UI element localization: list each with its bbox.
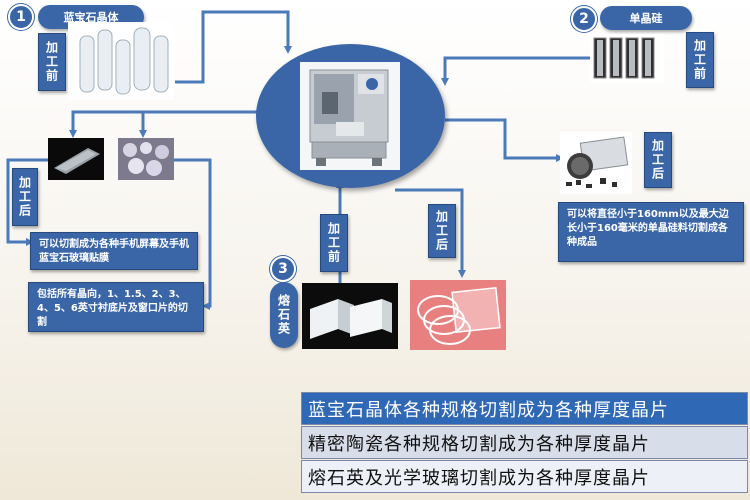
arrow-machine-to-sapphire-out	[69, 110, 262, 138]
sapphire-before-tag: 加工前	[38, 33, 66, 91]
note-sapphire-substrate: 包括所有晶向，1、1.5、2、3、4、5、6英寸衬底片及窗口片的切割	[28, 282, 204, 332]
step-2-label: 单晶硅	[600, 6, 692, 30]
sapphire-after-tag: 加工后	[12, 168, 38, 226]
quartz-before-tag: 加工前	[320, 214, 348, 272]
arrow-to-note-screen	[6, 158, 48, 246]
quartz-wafers-image	[410, 280, 506, 350]
machine-image	[300, 62, 400, 170]
silicon-products-image	[560, 132, 632, 194]
note-sapphire-screen: 可以切割成为各种手机屏幕及手机蓝宝石玻璃贴膜	[30, 232, 198, 270]
summary-row-quartz: 熔石英及光学玻璃切割成为各种厚度晶片	[301, 460, 748, 493]
step-3-label: 熔石英	[270, 282, 298, 348]
sapphire-screen-image	[48, 138, 104, 180]
silicon-before-tag: 加工前	[686, 32, 714, 88]
sapphire-crystals-image	[68, 22, 174, 100]
summary-row-ceramic: 精密陶瓷各种规格切割成为各种厚度晶片	[301, 426, 748, 459]
silicon-ingots-image	[590, 34, 664, 82]
arrow-to-note-substrate	[145, 158, 212, 310]
sapphire-wafers-image	[118, 138, 174, 180]
summary-row-sapphire: 蓝宝石晶体各种规格切割成为各种厚度晶片	[301, 392, 748, 425]
quartz-blocks-image	[302, 283, 398, 349]
arrow-machine-to-quartz-out	[395, 188, 466, 278]
arrow-machine-to-silicon-out	[445, 118, 564, 162]
quartz-after-tag: 加工后	[428, 204, 456, 258]
silicon-after-tag: 加工后	[644, 132, 672, 188]
arrow-silicon-to-machine	[441, 56, 590, 86]
arrow-sapphire-to-machine	[175, 10, 292, 84]
step-1-number: 1	[8, 4, 34, 30]
note-silicon: 可以将直径小于160mm以及最大边长小于160毫米的单晶硅料切割成各种成品	[558, 202, 744, 262]
step-3-number: 3	[270, 256, 296, 282]
step-2-number: 2	[571, 6, 597, 32]
